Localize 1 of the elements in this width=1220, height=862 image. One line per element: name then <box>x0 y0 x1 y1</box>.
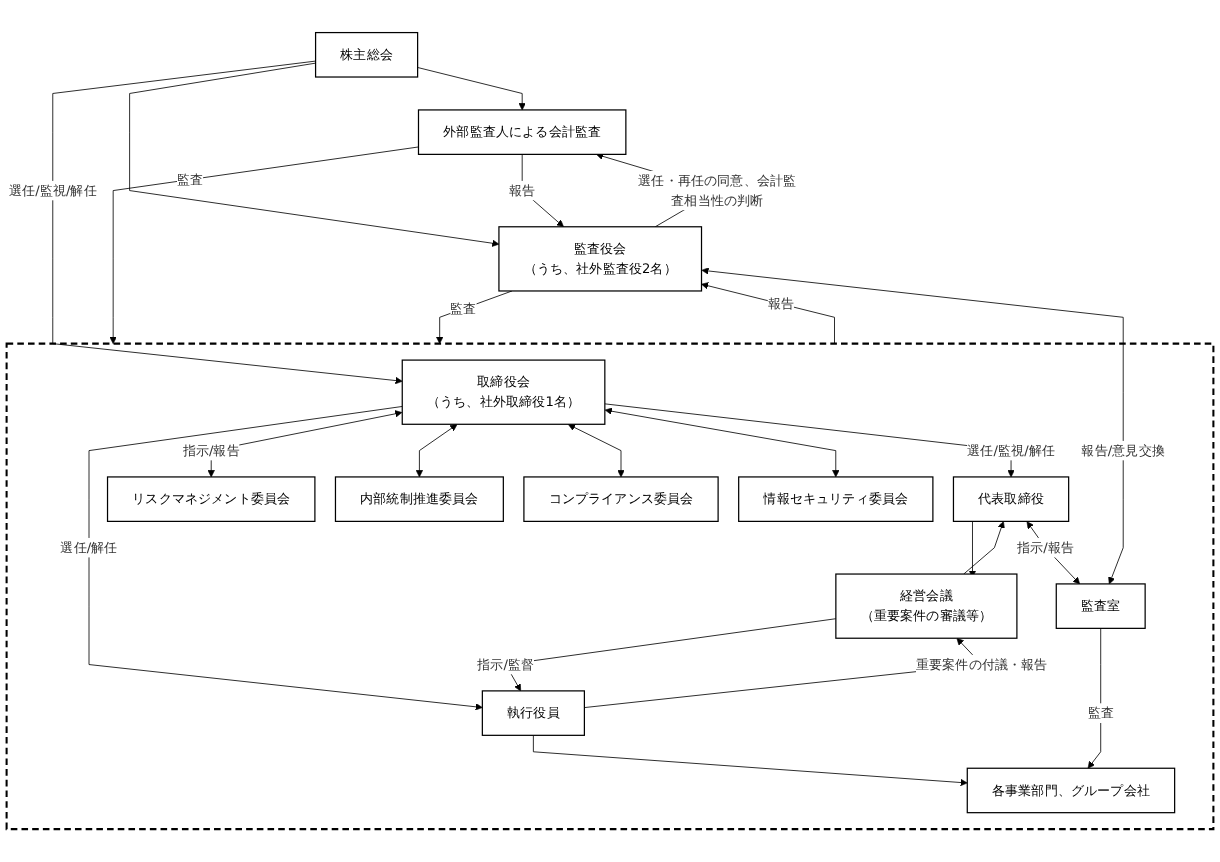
cluster <box>5 342 1215 831</box>
